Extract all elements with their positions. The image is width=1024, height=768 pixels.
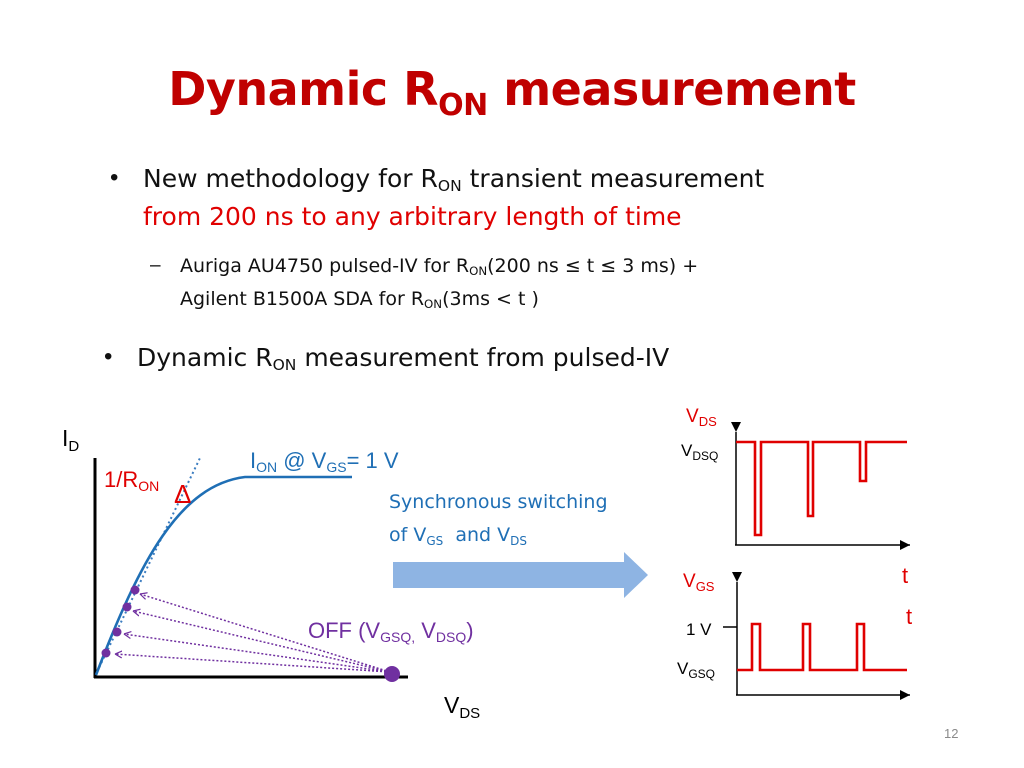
bullet-marker: • [110,164,119,191]
measurement-point [101,648,111,658]
measurement-point [112,627,122,637]
vds-label: VDS [686,406,717,429]
vgs-1v-label: 1 V [686,620,712,639]
vgs-plot: VGS 1 V VGSQ t [677,571,912,700]
sub-bullet-line-1: Auriga AU4750 pulsed-IV for RON(200 ns ≤… [180,255,699,278]
slide-title: Dynamic RON measurement [168,62,856,123]
vdsq-level-label: VDSQ [681,441,718,463]
on-curve-label: ION @ VGS= 1 V [250,448,399,475]
iv-x-axis-label: VDS [444,692,480,722]
switching-arrow [393,552,648,598]
bullet-1-line-2-highlight: from 200 ns to any arbitrary length of t… [143,202,682,231]
sub-bullet-marker: – [150,255,161,276]
pulse-arrow [124,634,391,673]
vds-waveform [736,440,907,537]
measurement-point [122,602,132,612]
slide-number: 12 [944,726,959,741]
vgs-time-label: t [906,604,912,629]
iv-y-axis-label: ID [62,425,79,455]
vds-time-label: t [902,563,908,588]
slope-label: 1/RON [104,467,159,494]
switching-label-line-1: Synchronous switching [389,491,608,513]
sub-bullet-line-2: Agilent B1500A SDA for RON(3ms < t ) [180,288,539,311]
switching-label-line-2: of VGS and VDS [389,524,527,548]
vgs-waveform [737,622,907,672]
iv-curve [94,475,352,676]
delta-symbol: Δ [174,479,191,509]
pulse-arrow [133,611,391,673]
bullet-1-line-1: New methodology for RON transient measur… [143,164,765,195]
vgsq-level-label: VGSQ [677,659,715,681]
vgs-label: VGS [683,571,715,594]
iv-plot: ID VDS ION @ VGS= 1 V 1/RON Δ OFF (VGSQ,… [62,425,480,722]
off-bias-point [384,666,400,682]
measurement-point [130,585,140,595]
pulse-arrow [115,654,391,673]
bullet-marker: • [104,343,113,370]
bullet-2-line-1: Dynamic RON measurement from pulsed-IV [137,343,670,374]
switching-annotation: Synchronous switching of VGS and VDS [389,491,648,598]
vds-plot: VDS VDSQ t [681,406,910,588]
off-state-label: OFF (VGSQ, VDSQ) [308,618,474,645]
